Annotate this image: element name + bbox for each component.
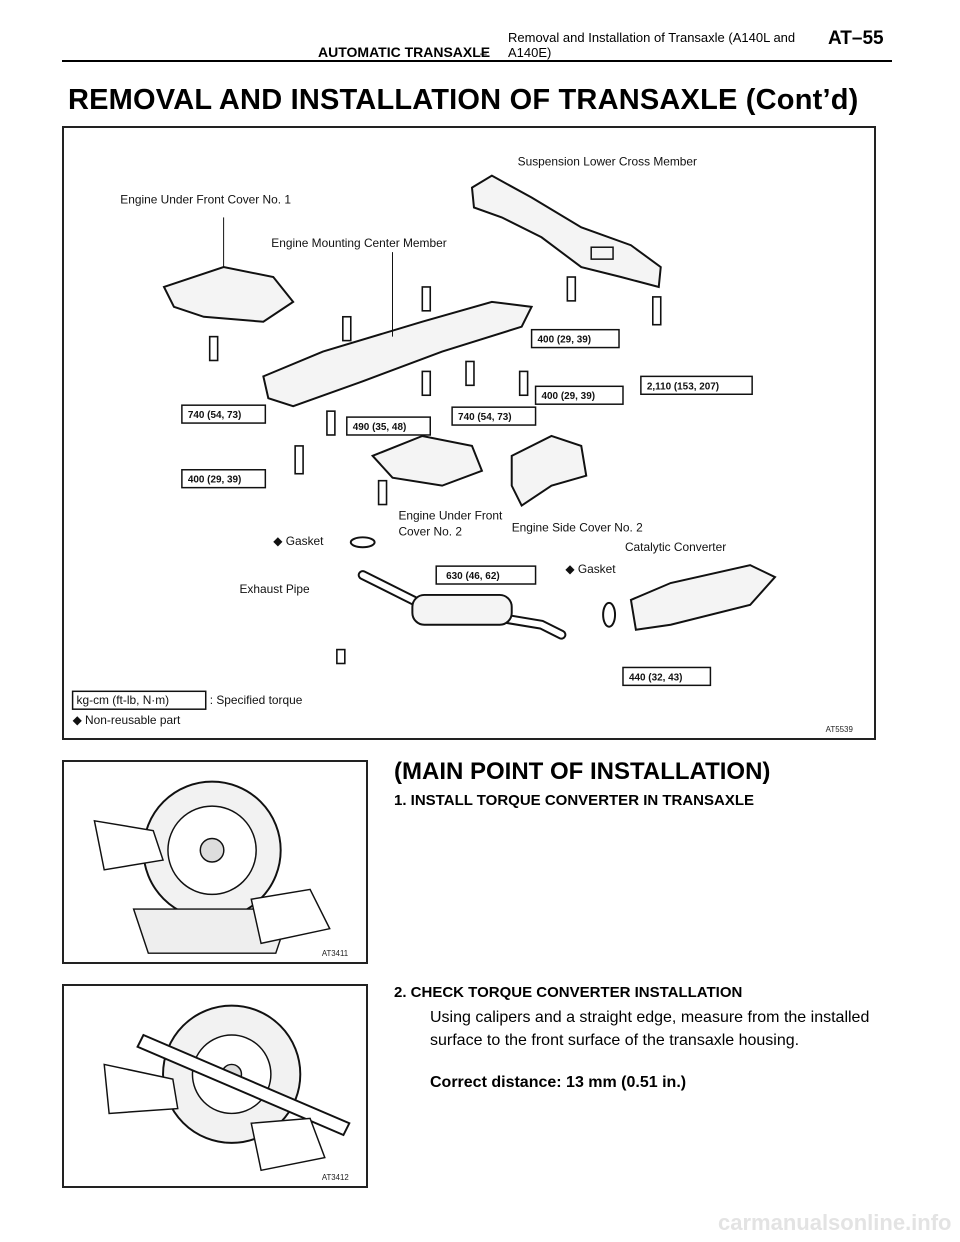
check-installation-drawing: AT3412 <box>103 1004 351 1182</box>
legend-nonreusable: ◆ Non-reusable part <box>73 713 181 727</box>
header-section: AUTOMATIC TRANSAXLE <box>318 44 491 60</box>
step-2-heading: 2. CHECK TORQUE CONVERTER INSTALLATION <box>394 984 743 1001</box>
torque-t7: 400 (29, 39) <box>188 475 242 486</box>
exploded-view-drawing: Suspension Lower Cross Member Engine Und… <box>71 155 854 734</box>
torque-t4: 740 (54, 73) <box>188 410 242 421</box>
step-1-heading: 1. INSTALL TORQUE CONVERTER IN TRANSAXLE <box>394 792 755 809</box>
label-front-cover-2b: Cover No. 2 <box>398 524 462 538</box>
torque-t3: 2,110 (153, 207) <box>647 381 719 392</box>
figure-b-code: AT3412 <box>322 1173 349 1182</box>
install-torque-converter-figure: AT3411 <box>62 760 368 964</box>
torque-t9: 440 (32, 43) <box>629 672 683 683</box>
label-gasket-left: ◆ Gasket <box>273 534 324 548</box>
torque-t6: 740 (54, 73) <box>458 412 512 423</box>
page-title: REMOVAL AND INSTALLATION OF TRANSAXLE (C… <box>68 84 859 116</box>
figure-a-code: AT3411 <box>322 949 348 958</box>
legend-torque-text: : Specified torque <box>210 693 303 707</box>
step-2-spec: Correct distance: 13 mm (0.51 in.) <box>430 1074 687 1091</box>
label-front-cover-2a: Engine Under Front <box>398 508 503 522</box>
figure-code: AT5539 <box>826 725 854 734</box>
step-2-body: Using calipers and a straight edge, meas… <box>430 1009 870 1049</box>
header-dash: – <box>480 46 487 60</box>
legend-torque-box: kg-cm (ft-lb, N·m) <box>77 693 170 707</box>
watermark: carmanualsonline.info <box>718 1210 952 1235</box>
label-side-cover-2: Engine Side Cover No. 2 <box>512 520 643 534</box>
torque-t8: 630 (46, 62) <box>446 571 500 582</box>
torque-t1: 400 (29, 39) <box>538 335 592 346</box>
label-gasket-right: ◆ Gasket <box>565 562 616 576</box>
header-title: Removal and Installation of Transaxle (A… <box>508 30 796 60</box>
label-suspension: Suspension Lower Cross Member <box>518 155 697 169</box>
header-rule <box>62 60 892 62</box>
label-front-cover-1: Engine Under Front Cover No. 1 <box>120 193 291 207</box>
section-title: (MAIN POINT OF INSTALLATION) <box>394 758 771 785</box>
page-number: AT–55 <box>828 28 884 49</box>
label-exhaust: Exhaust Pipe <box>240 582 311 596</box>
exploded-view-figure: Suspension Lower Cross Member Engine Und… <box>62 126 876 740</box>
install-torque-converter-drawing: AT3411 <box>93 780 348 958</box>
label-mounting-center: Engine Mounting Center Member <box>271 236 446 250</box>
torque-t5: 490 (35, 48) <box>353 422 407 433</box>
torque-t2: 400 (29, 39) <box>542 391 596 402</box>
check-installation-figure: AT3412 <box>62 984 368 1188</box>
label-catalytic: Catalytic Converter <box>625 540 726 554</box>
